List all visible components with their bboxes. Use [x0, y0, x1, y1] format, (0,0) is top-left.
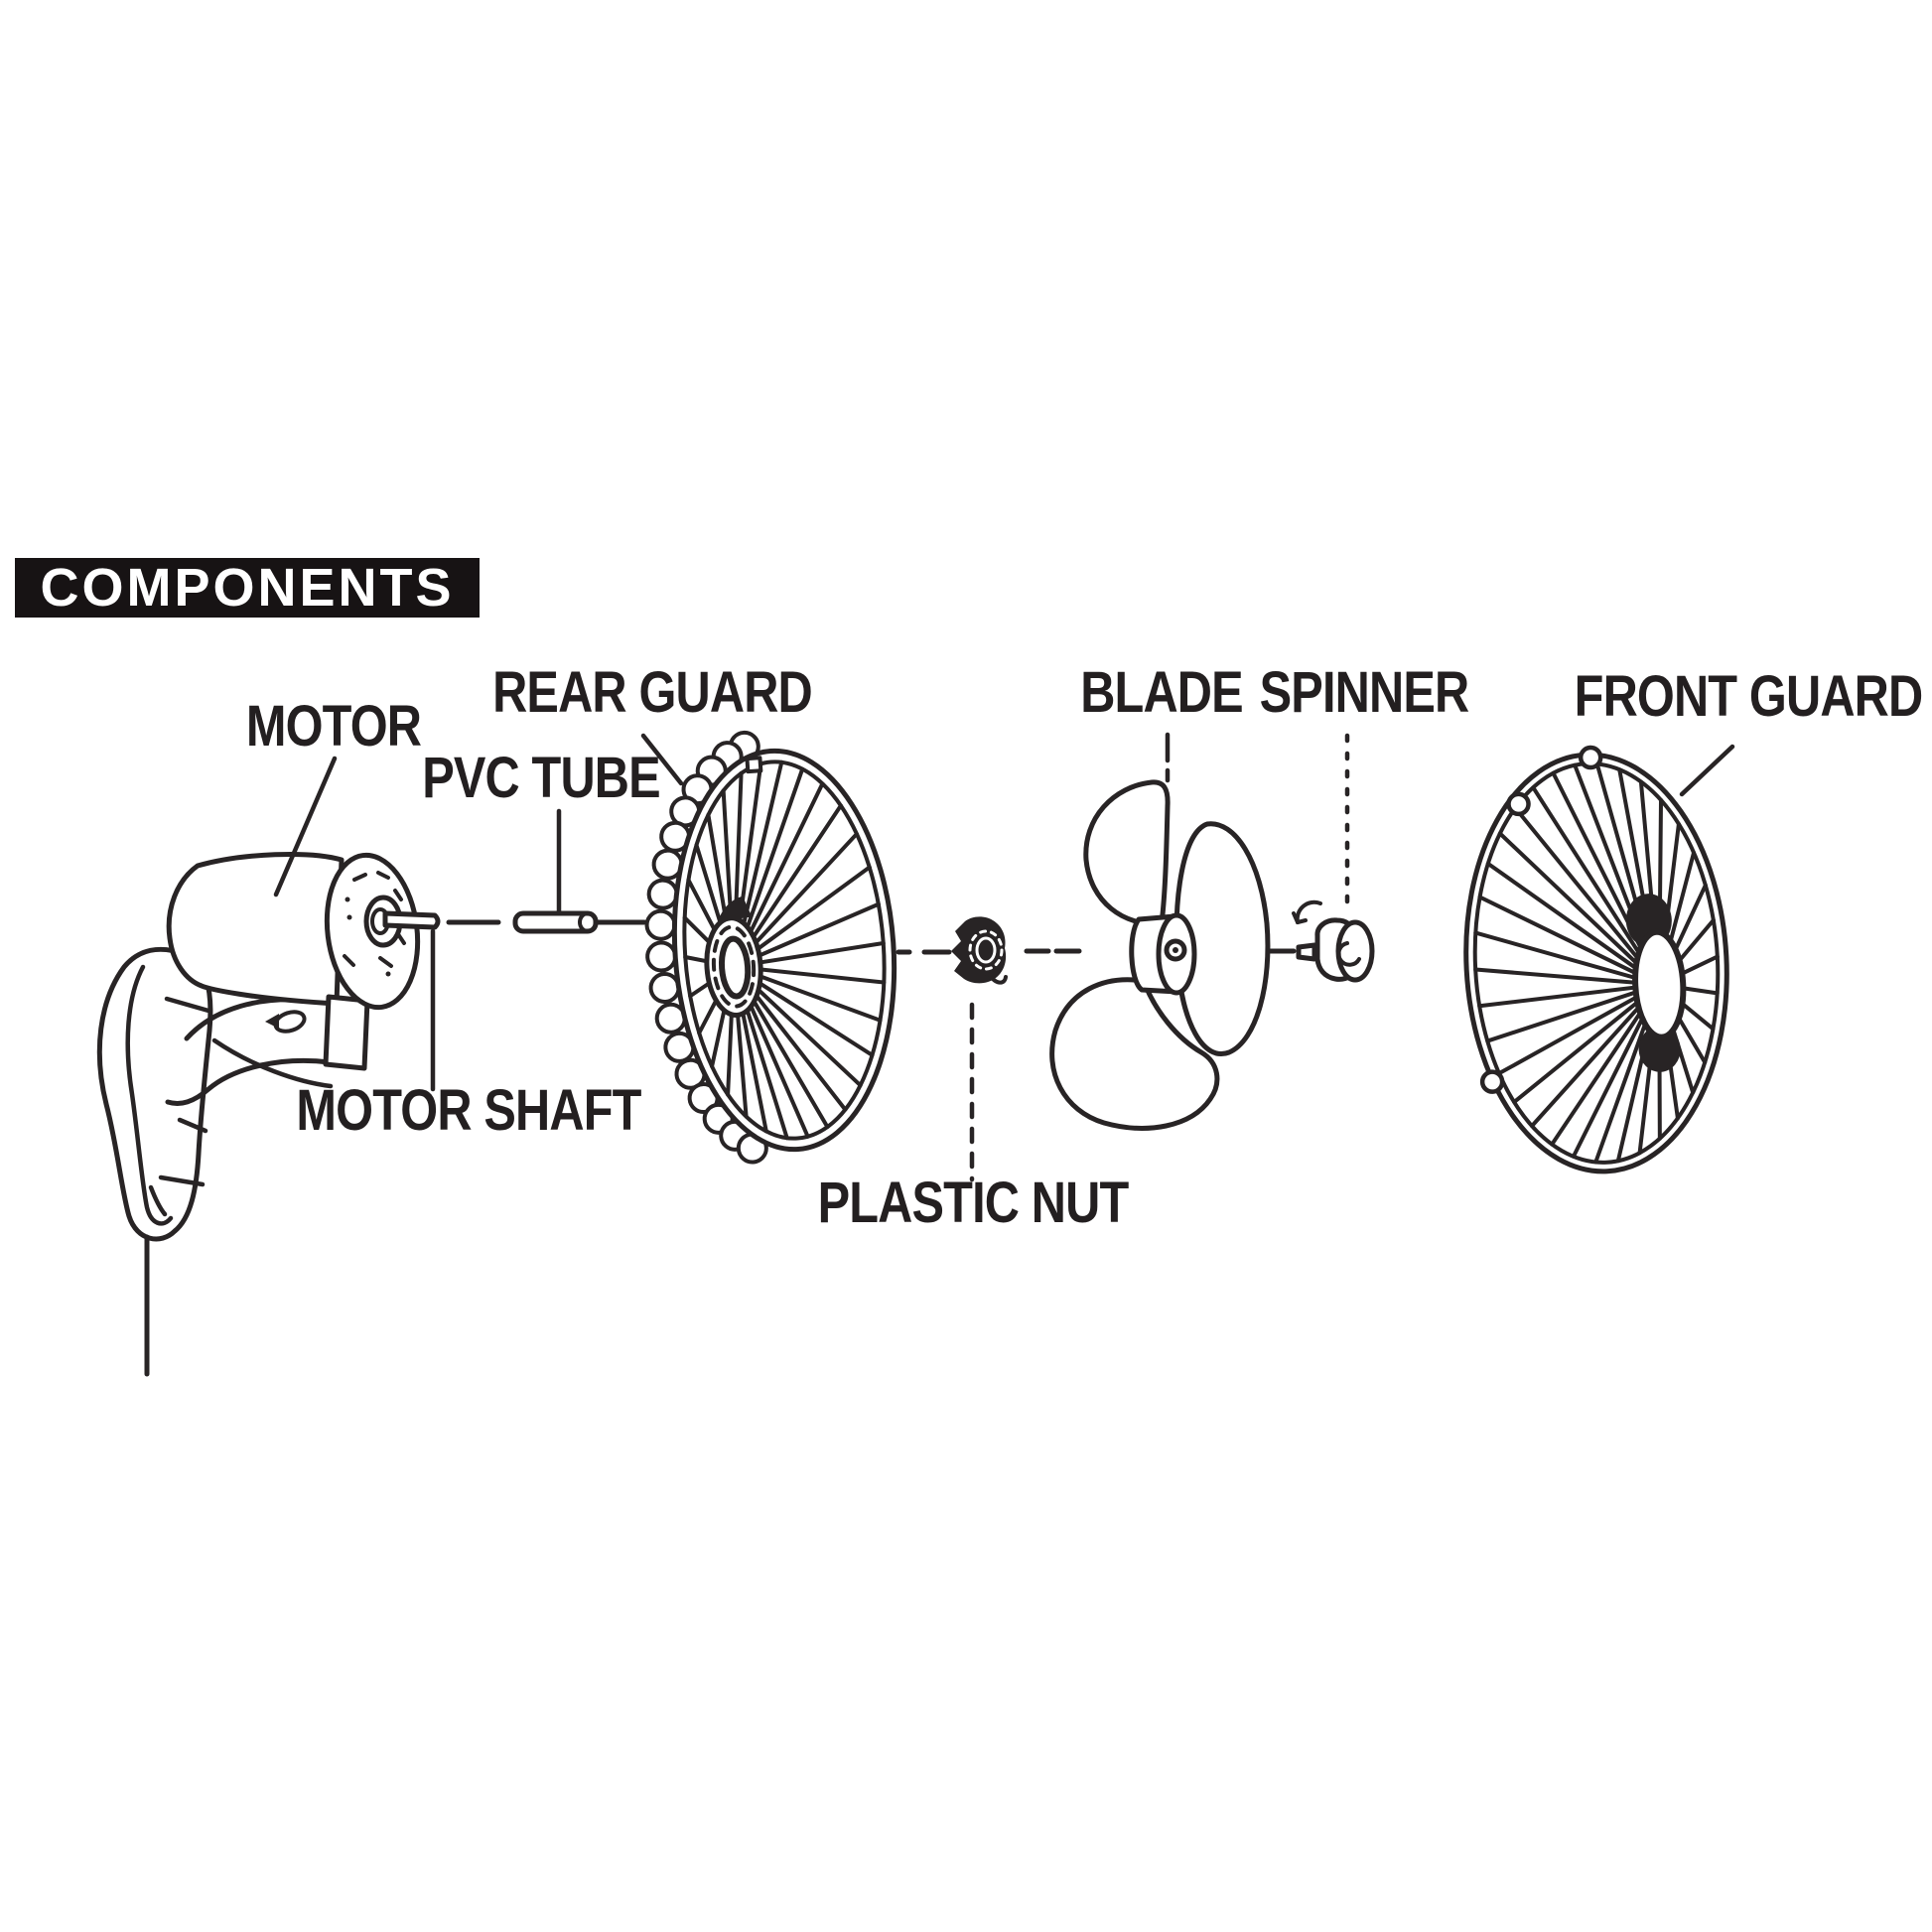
label-pvc-tube: PVC TUBE [422, 746, 660, 810]
blade-drawing [1049, 779, 1271, 1131]
blade-lobe-front [1173, 821, 1271, 1056]
assembly-axis-line [446, 919, 1297, 955]
rear-guard-clip [745, 756, 763, 774]
leader-line-front-guard [1679, 744, 1735, 797]
pvc-tube-drawing [512, 910, 599, 934]
label-rear-guard: REAR GUARD [492, 660, 813, 725]
label-spinner: SPINNER [1259, 660, 1470, 725]
motor-junction-box [323, 994, 370, 1071]
spinner-drawing [1292, 899, 1375, 983]
blade-lobe-top [1083, 779, 1171, 926]
front-guard-clip [1578, 745, 1603, 770]
page-title: COMPONENTS [15, 558, 480, 618]
wall-bracket-drawing [96, 946, 213, 1377]
label-motor: MOTOR [245, 694, 422, 759]
front-guard-hub-hole [1632, 928, 1687, 1040]
spinner-rotation-arrow-icon [1292, 899, 1322, 924]
motor-shaft-drawing [382, 910, 441, 930]
rear-guard-scalloped-rim [644, 730, 768, 1165]
front-guard-clip [1506, 791, 1531, 817]
motor-drawing [166, 851, 441, 1071]
spinner-face [1335, 919, 1375, 983]
label-plastic-nut: PLASTIC NUT [817, 1171, 1130, 1235]
leader-line-motor [273, 756, 338, 897]
clamp-arrow-icon [265, 1014, 279, 1029]
rear-guard-drawing [644, 730, 897, 1165]
label-front-guard: FRONT GUARD [1574, 664, 1924, 729]
front-guard-clip [1479, 1069, 1505, 1094]
leader-line-rear-guard [640, 733, 684, 786]
front-guard-drawing [1463, 745, 1729, 1174]
plastic-nut-drawing [951, 916, 1008, 985]
label-blade: BLADE [1080, 660, 1243, 725]
label-motor-shaft: MOTOR SHAFT [296, 1078, 641, 1143]
blade-lobe-bottom [1049, 977, 1220, 1131]
